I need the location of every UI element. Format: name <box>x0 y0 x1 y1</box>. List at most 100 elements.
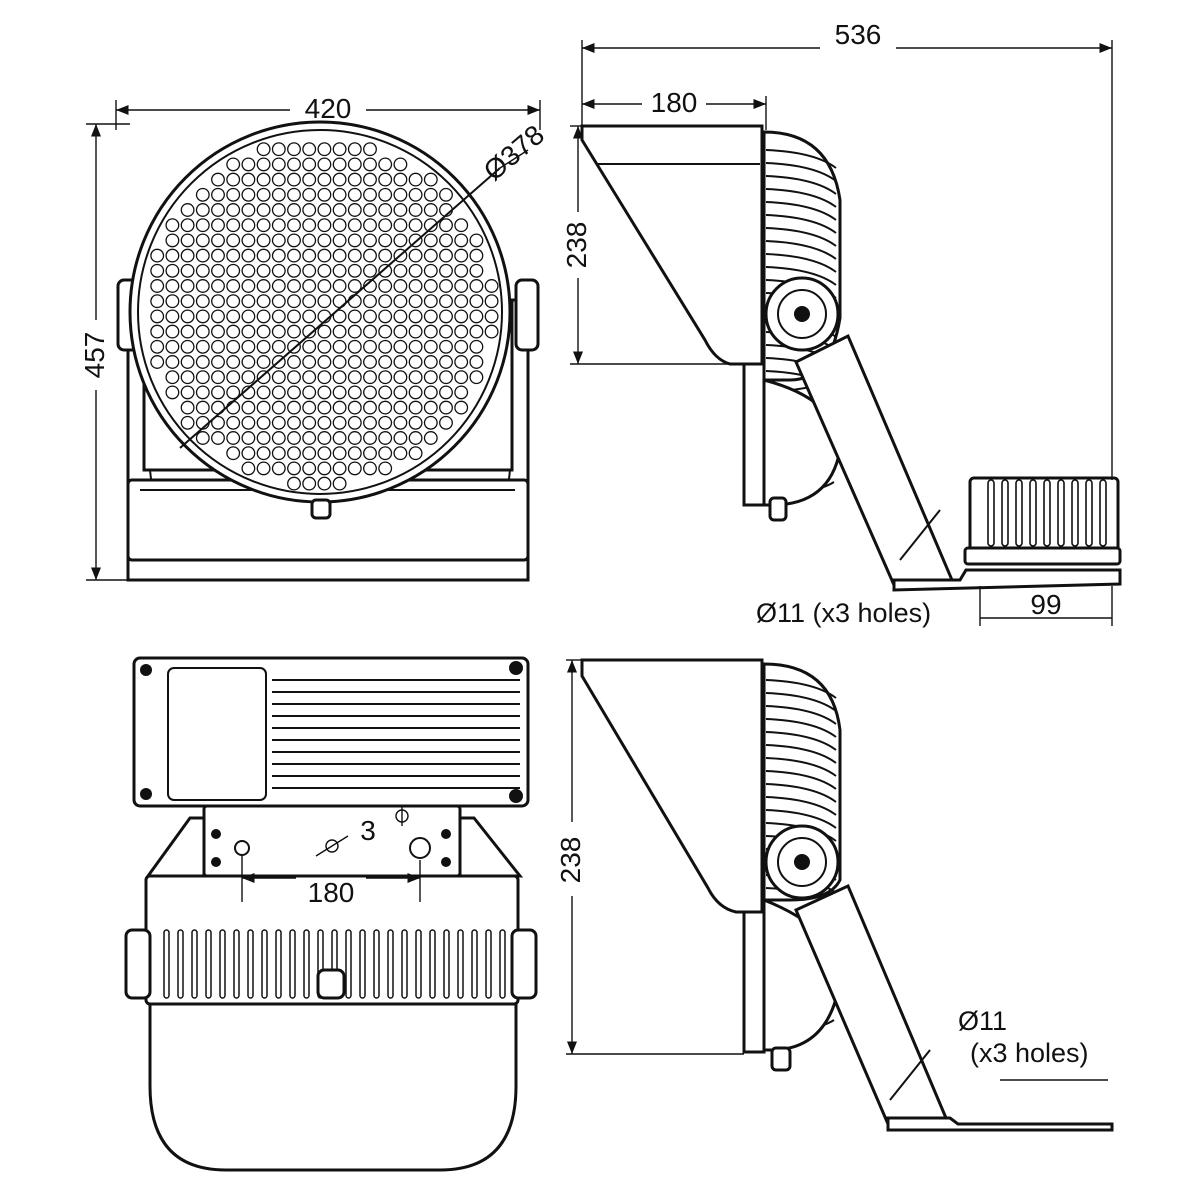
led-cell <box>423 294 438 309</box>
bottom-fin <box>303 929 310 999</box>
led-cell <box>332 263 347 278</box>
led-cell <box>347 294 362 309</box>
led-cell <box>363 431 377 445</box>
led-cell <box>302 218 317 233</box>
led-cell <box>256 187 271 202</box>
led-cell <box>347 385 362 400</box>
led-cell <box>332 233 347 248</box>
led-cell <box>195 370 210 385</box>
led-cell <box>454 263 469 278</box>
led-cell <box>287 248 301 263</box>
led-cell <box>150 263 165 278</box>
led-cell <box>378 157 393 172</box>
led-cell <box>302 339 317 354</box>
rear-fin <box>1001 479 1009 547</box>
led-cell <box>484 309 499 324</box>
led-cell <box>241 263 256 278</box>
led-cell <box>408 355 423 369</box>
led-cell <box>241 415 256 430</box>
side2-height-label: 238 <box>555 837 586 884</box>
front-diameter-dimension: Ø378 <box>478 119 550 187</box>
led-cell <box>317 339 332 354</box>
led-cell <box>317 263 332 278</box>
led-cell <box>408 446 423 461</box>
led-cell <box>271 187 286 202</box>
led-cell <box>195 203 210 217</box>
led-cell <box>271 446 286 461</box>
led-cell <box>287 172 301 187</box>
led-cell <box>317 157 332 172</box>
fin-line <box>765 266 837 286</box>
led-cell <box>180 248 195 263</box>
led-cell <box>287 324 301 339</box>
led-cell <box>423 187 438 202</box>
led-cell <box>363 263 377 278</box>
led-cell <box>271 248 286 263</box>
led-cell <box>469 339 484 354</box>
led-cell <box>180 233 195 248</box>
led-cell <box>439 385 453 400</box>
led-cell <box>211 324 225 339</box>
led-cell <box>226 279 241 293</box>
led-cell <box>180 400 195 415</box>
led-cell <box>287 142 301 157</box>
led-cell <box>439 415 453 430</box>
side-visor-dimension: 180 <box>582 87 767 130</box>
led-cell <box>393 446 408 461</box>
led-cell <box>439 324 453 339</box>
led-cell <box>393 324 408 339</box>
led-cell <box>469 294 484 309</box>
led-cell <box>302 385 317 400</box>
led-cell <box>393 339 408 354</box>
led-cell <box>378 385 393 400</box>
led-cell <box>271 324 286 339</box>
led-cell <box>363 294 377 309</box>
led-cell <box>241 233 256 248</box>
led-cell <box>393 355 408 369</box>
led-cell <box>332 187 347 202</box>
led-cell <box>226 172 241 187</box>
fin-line <box>765 201 837 221</box>
led-cell <box>363 248 377 263</box>
led-cell <box>439 279 453 293</box>
led-cell <box>317 355 332 369</box>
led-cell <box>393 400 408 415</box>
led-cell <box>241 324 256 339</box>
led-cell <box>363 157 377 172</box>
led-cell <box>180 218 195 233</box>
led-cell <box>241 461 256 476</box>
led-cell <box>180 294 195 309</box>
led-cell <box>241 248 256 263</box>
led-cell <box>378 309 393 324</box>
led-cell <box>211 187 225 202</box>
side2-holes-line1: Ø11 <box>958 1006 1007 1036</box>
led-cell <box>256 431 271 445</box>
led-cell <box>408 263 423 278</box>
led-cell <box>256 142 271 157</box>
bottom-fin <box>359 929 366 999</box>
led-cell <box>226 218 241 233</box>
led-cell <box>408 324 423 339</box>
led-cell <box>287 446 301 461</box>
led-cell <box>363 233 377 248</box>
side-base-dimension: 99 <box>979 586 1113 626</box>
led-cell <box>454 248 469 263</box>
led-cell <box>378 355 393 369</box>
led-cell <box>332 248 347 263</box>
led-cell <box>241 355 256 369</box>
bottom-fin <box>275 929 282 999</box>
led-cell <box>347 157 362 172</box>
front-width-label: 420 <box>305 93 352 124</box>
led-cell <box>302 203 317 217</box>
led-cell <box>256 309 271 324</box>
fin-line <box>765 718 837 738</box>
led-cell <box>165 385 180 400</box>
led-cell <box>378 461 393 476</box>
led-cell <box>302 324 317 339</box>
led-cell <box>287 279 301 293</box>
rear-fin <box>1015 479 1023 547</box>
led-cell <box>439 248 453 263</box>
led-cell <box>393 157 408 172</box>
led-cell <box>302 370 317 385</box>
